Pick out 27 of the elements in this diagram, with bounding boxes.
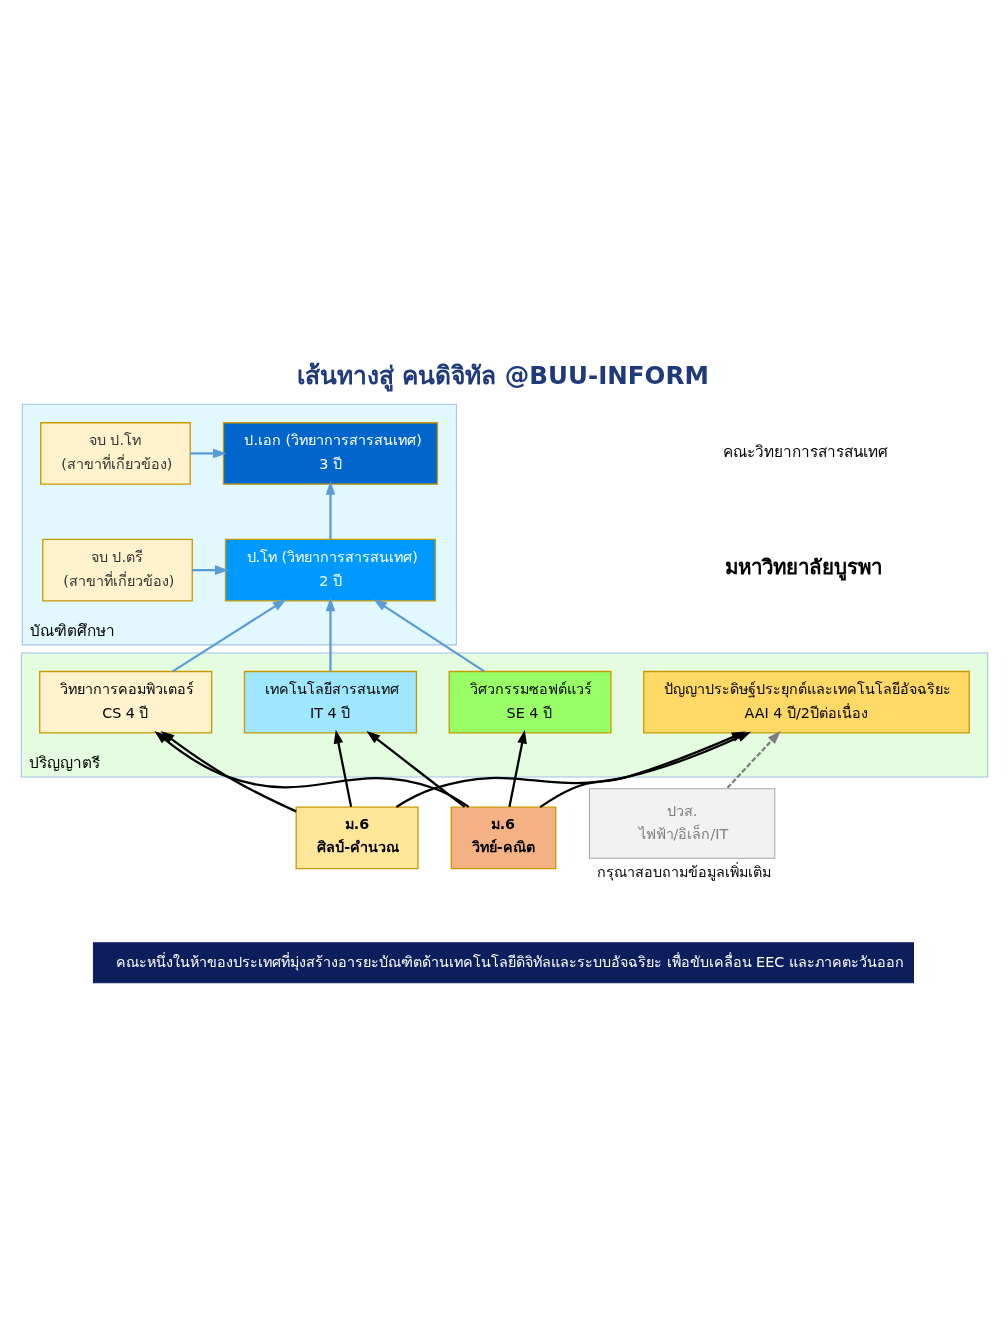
- label: คณะวิทยาการสารสนเทศ: [722, 443, 888, 462]
- node-box: จบ ป.โท (สาขาที่เกี่ยวข้อง): [39, 422, 191, 485]
- arrow: [160, 731, 297, 813]
- node-box: ปัญญาประดิษฐ์ประยุกต์และเทคโนโลยีอัจฉริยะ AAI 4 ปี/2ปีต่อเนื่อง: [642, 670, 970, 734]
- caption: คณะหนึ่งในห้าของประเทศที่มุ่งสร้างอารยะบัณฑิตด้านเทคโนโลยีดิจิทัลและระบบอัจฉริยะ เพื่อขับเคลื่อน EEC และภาคตะวันออก: [115, 953, 904, 970]
- label: มหาวิทยาลัยบูรพา: [724, 555, 882, 580]
- arrow: [189, 448, 227, 459]
- node-box: เทคโนโลยีสารสนเทศ IT 4 ปี: [243, 670, 417, 734]
- node-box: จบ ป.ตรี (สาขาที่เกี่ยวข้อง): [41, 538, 193, 602]
- arrow: [333, 729, 352, 808]
- diagram-title: เส้นทางสู่ คนดิจิทัล @BUU-INFORM: [296, 361, 709, 391]
- arrow: [325, 481, 335, 540]
- arrow: [365, 731, 465, 808]
- arrow: [191, 565, 229, 575]
- node-box: ป.โท (วิทยาการสารสนเทศ) 2 ปี: [224, 538, 436, 602]
- node-box: วิทยาการคอมพิวเตอร์ CS 4 ปี: [38, 670, 212, 734]
- arrow: [171, 599, 287, 673]
- node-box: วิศวกรรมซอฟต์แวร์ SE 4 ปี: [448, 670, 612, 734]
- node-box: ม.6 ศิลป์-คำนวณ: [295, 806, 419, 870]
- arrow: [325, 597, 335, 672]
- node-box: ป.เอก (วิทยาการสารสนเทศ) 3 ปี: [222, 422, 438, 485]
- node-box: ม.6 วิทย์-คณิต: [450, 806, 556, 870]
- node-label: กรุณาสอบถามข้อมูลเพิ่มเติม: [596, 863, 771, 880]
- arrow: [372, 599, 485, 673]
- arrow: [507, 729, 527, 808]
- arrow: [539, 731, 746, 809]
- arrow: [153, 730, 469, 808]
